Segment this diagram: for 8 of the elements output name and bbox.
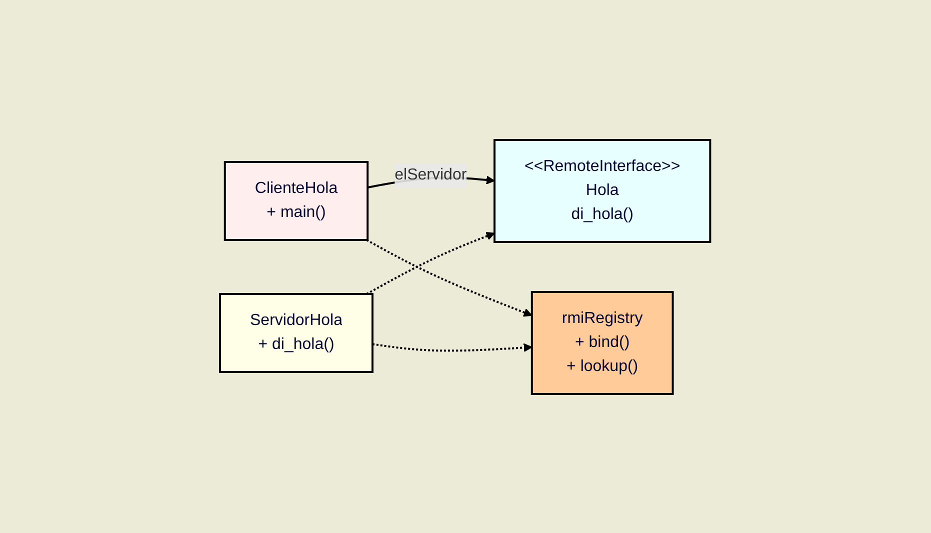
node-box: rmiRegistry + bind() + lookup() [531, 290, 674, 394]
arrow [366, 231, 496, 294]
edge-label: elServidor [395, 166, 468, 184]
node-box: ServidorHola + di_hola() [219, 292, 374, 372]
arrow [366, 238, 533, 316]
node-box: ClienteHola + main() [224, 160, 369, 240]
node-box: <<RemoteInterface>> Hola di_hola() [494, 138, 712, 242]
arrow [372, 342, 533, 352]
